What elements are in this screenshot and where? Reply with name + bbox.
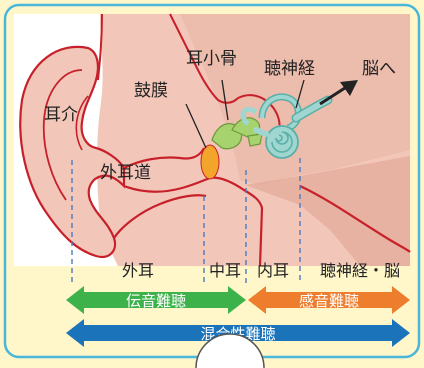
ear-canal-label: 外耳道 — [100, 163, 151, 183]
section-nerve-brain: 聴神経・脳 — [320, 261, 400, 280]
head-outline-top — [97, 13, 103, 81]
pinna-shape — [19, 45, 126, 258]
section-inner-ear: 内耳 — [257, 261, 289, 280]
sensorineural-label: 感音難聴 — [299, 292, 359, 310]
pinna-label: 耳介 — [44, 105, 78, 125]
eustachian-tube — [299, 185, 411, 253]
bottom-badge-partial — [195, 333, 265, 368]
skull-base — [245, 156, 410, 266]
cochlea — [265, 125, 299, 159]
eardrum-membrane — [200, 144, 220, 180]
semicircular-canal-2 — [240, 106, 258, 126]
eardrum-leader — [185, 103, 207, 149]
eardrum-label: 鼓膜 — [134, 81, 168, 101]
vestibule — [253, 127, 269, 137]
pinna-helix-line — [42, 69, 83, 201]
ossicles-leader — [221, 79, 229, 121]
mixed-arrow — [66, 319, 410, 347]
ossicle-stapes — [247, 133, 263, 147]
nerve-leader — [295, 79, 305, 109]
canal-upper-outline — [169, 13, 239, 104]
cochlea-spiral — [271, 131, 293, 153]
ossicles-label: 耳小骨 — [186, 49, 237, 69]
auditory-nerve-label: 聴神経 — [264, 59, 315, 79]
canal-top-wall — [123, 147, 205, 169]
to-brain-label: 脳へ — [362, 59, 396, 79]
conductive-label: 伝音難聴 — [126, 292, 186, 310]
to-brain-arrowhead — [340, 80, 358, 96]
section-middle-ear: 中耳 — [209, 261, 241, 280]
jaw-outline — [113, 194, 207, 239]
sensorineural-arrow — [248, 286, 410, 314]
conductive-arrow — [66, 286, 246, 314]
section-outer-ear: 外耳 — [122, 261, 154, 280]
pinna-antihelix-line — [75, 95, 89, 151]
to-brain-arrow-line — [319, 84, 349, 106]
